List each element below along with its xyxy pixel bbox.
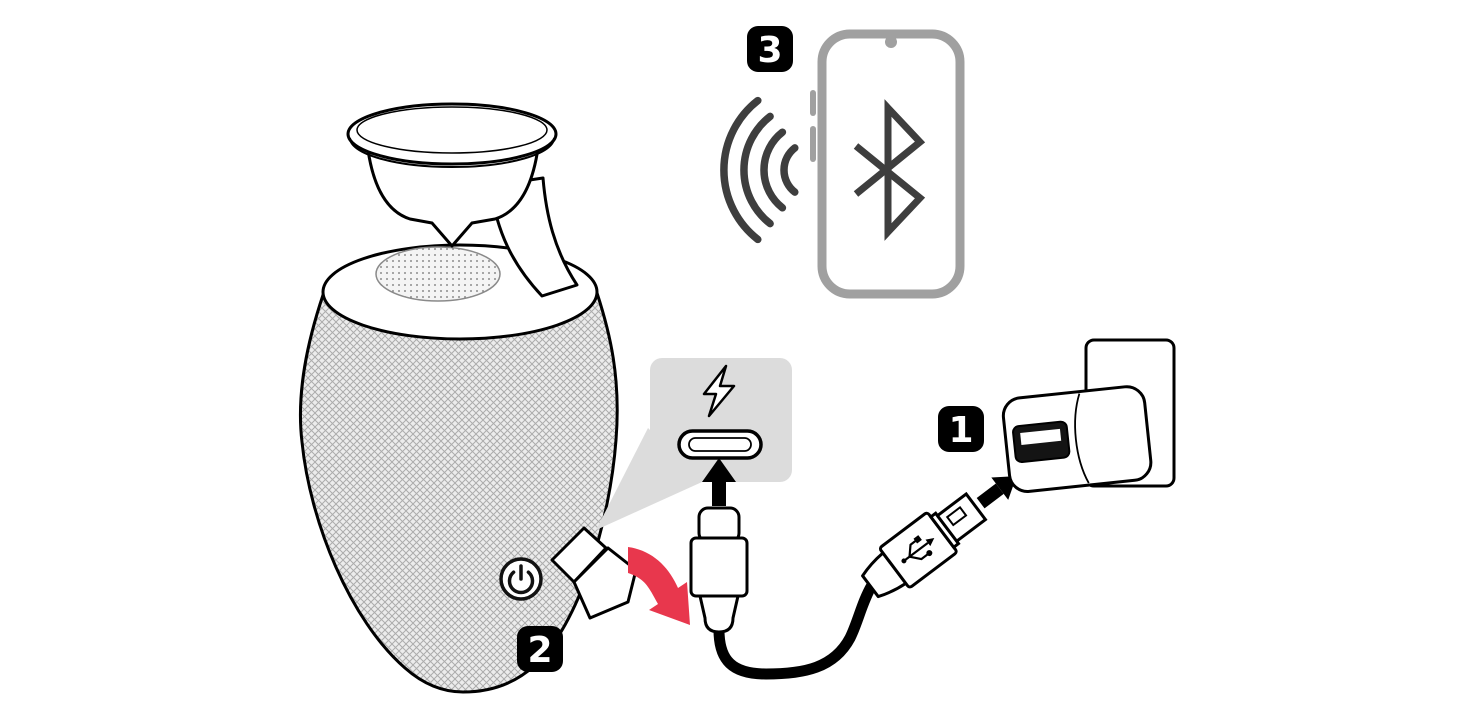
tweeter-disc	[346, 102, 558, 166]
step-badge-3: 3	[747, 26, 793, 72]
phone-side-buttons	[810, 90, 816, 162]
speaker-grille	[375, 246, 501, 302]
wireless-waves-icon	[720, 96, 799, 244]
flap-cap	[572, 546, 638, 620]
insert-direction-arrow	[702, 458, 736, 506]
speaker-body	[298, 291, 619, 694]
step-badge-2-box	[517, 626, 563, 672]
open-direction-arrow	[628, 547, 690, 625]
step-badge-1-box	[938, 406, 984, 452]
tweeter-disc-edge	[349, 137, 555, 168]
usb-c-plug-icon	[689, 506, 749, 634]
charging-cable	[713, 579, 878, 680]
step-badge-2-label: 2	[527, 630, 552, 671]
usb-a-plug-icon	[861, 476, 1017, 599]
smartphone-icon	[810, 29, 965, 299]
step-badge-2: 2	[517, 626, 563, 672]
adapter-body	[1001, 385, 1153, 493]
adapter-usb-tongue	[1020, 428, 1062, 445]
charging-bolt-icon	[702, 364, 736, 418]
portable-speaker-icon	[298, 102, 638, 694]
step-badge-1: 1	[938, 406, 984, 452]
bluetooth-icon	[853, 99, 926, 241]
charging-port-callout	[596, 358, 792, 530]
port-cover-flap	[550, 526, 638, 620]
step-badge-1-label: 1	[948, 410, 973, 451]
callout-pointer	[596, 428, 702, 530]
power-button	[499, 557, 543, 601]
usb-a-contact-window	[945, 505, 968, 527]
usb-c-port-icon	[677, 429, 763, 460]
step-badge-3-box	[747, 26, 793, 72]
power-adapter-icon	[1001, 385, 1153, 493]
usb-c-plug-body	[689, 536, 749, 598]
usb-c-plug-boot	[698, 594, 740, 634]
step-badge-3-label: 3	[757, 30, 782, 71]
usb-trident-icon	[901, 535, 935, 564]
power-icon	[507, 564, 535, 595]
phone-notch	[885, 36, 897, 48]
tweeter-cone	[366, 146, 540, 248]
tweeter-disc-inner-rim	[356, 106, 548, 154]
adapter-face-edge	[1074, 393, 1090, 484]
